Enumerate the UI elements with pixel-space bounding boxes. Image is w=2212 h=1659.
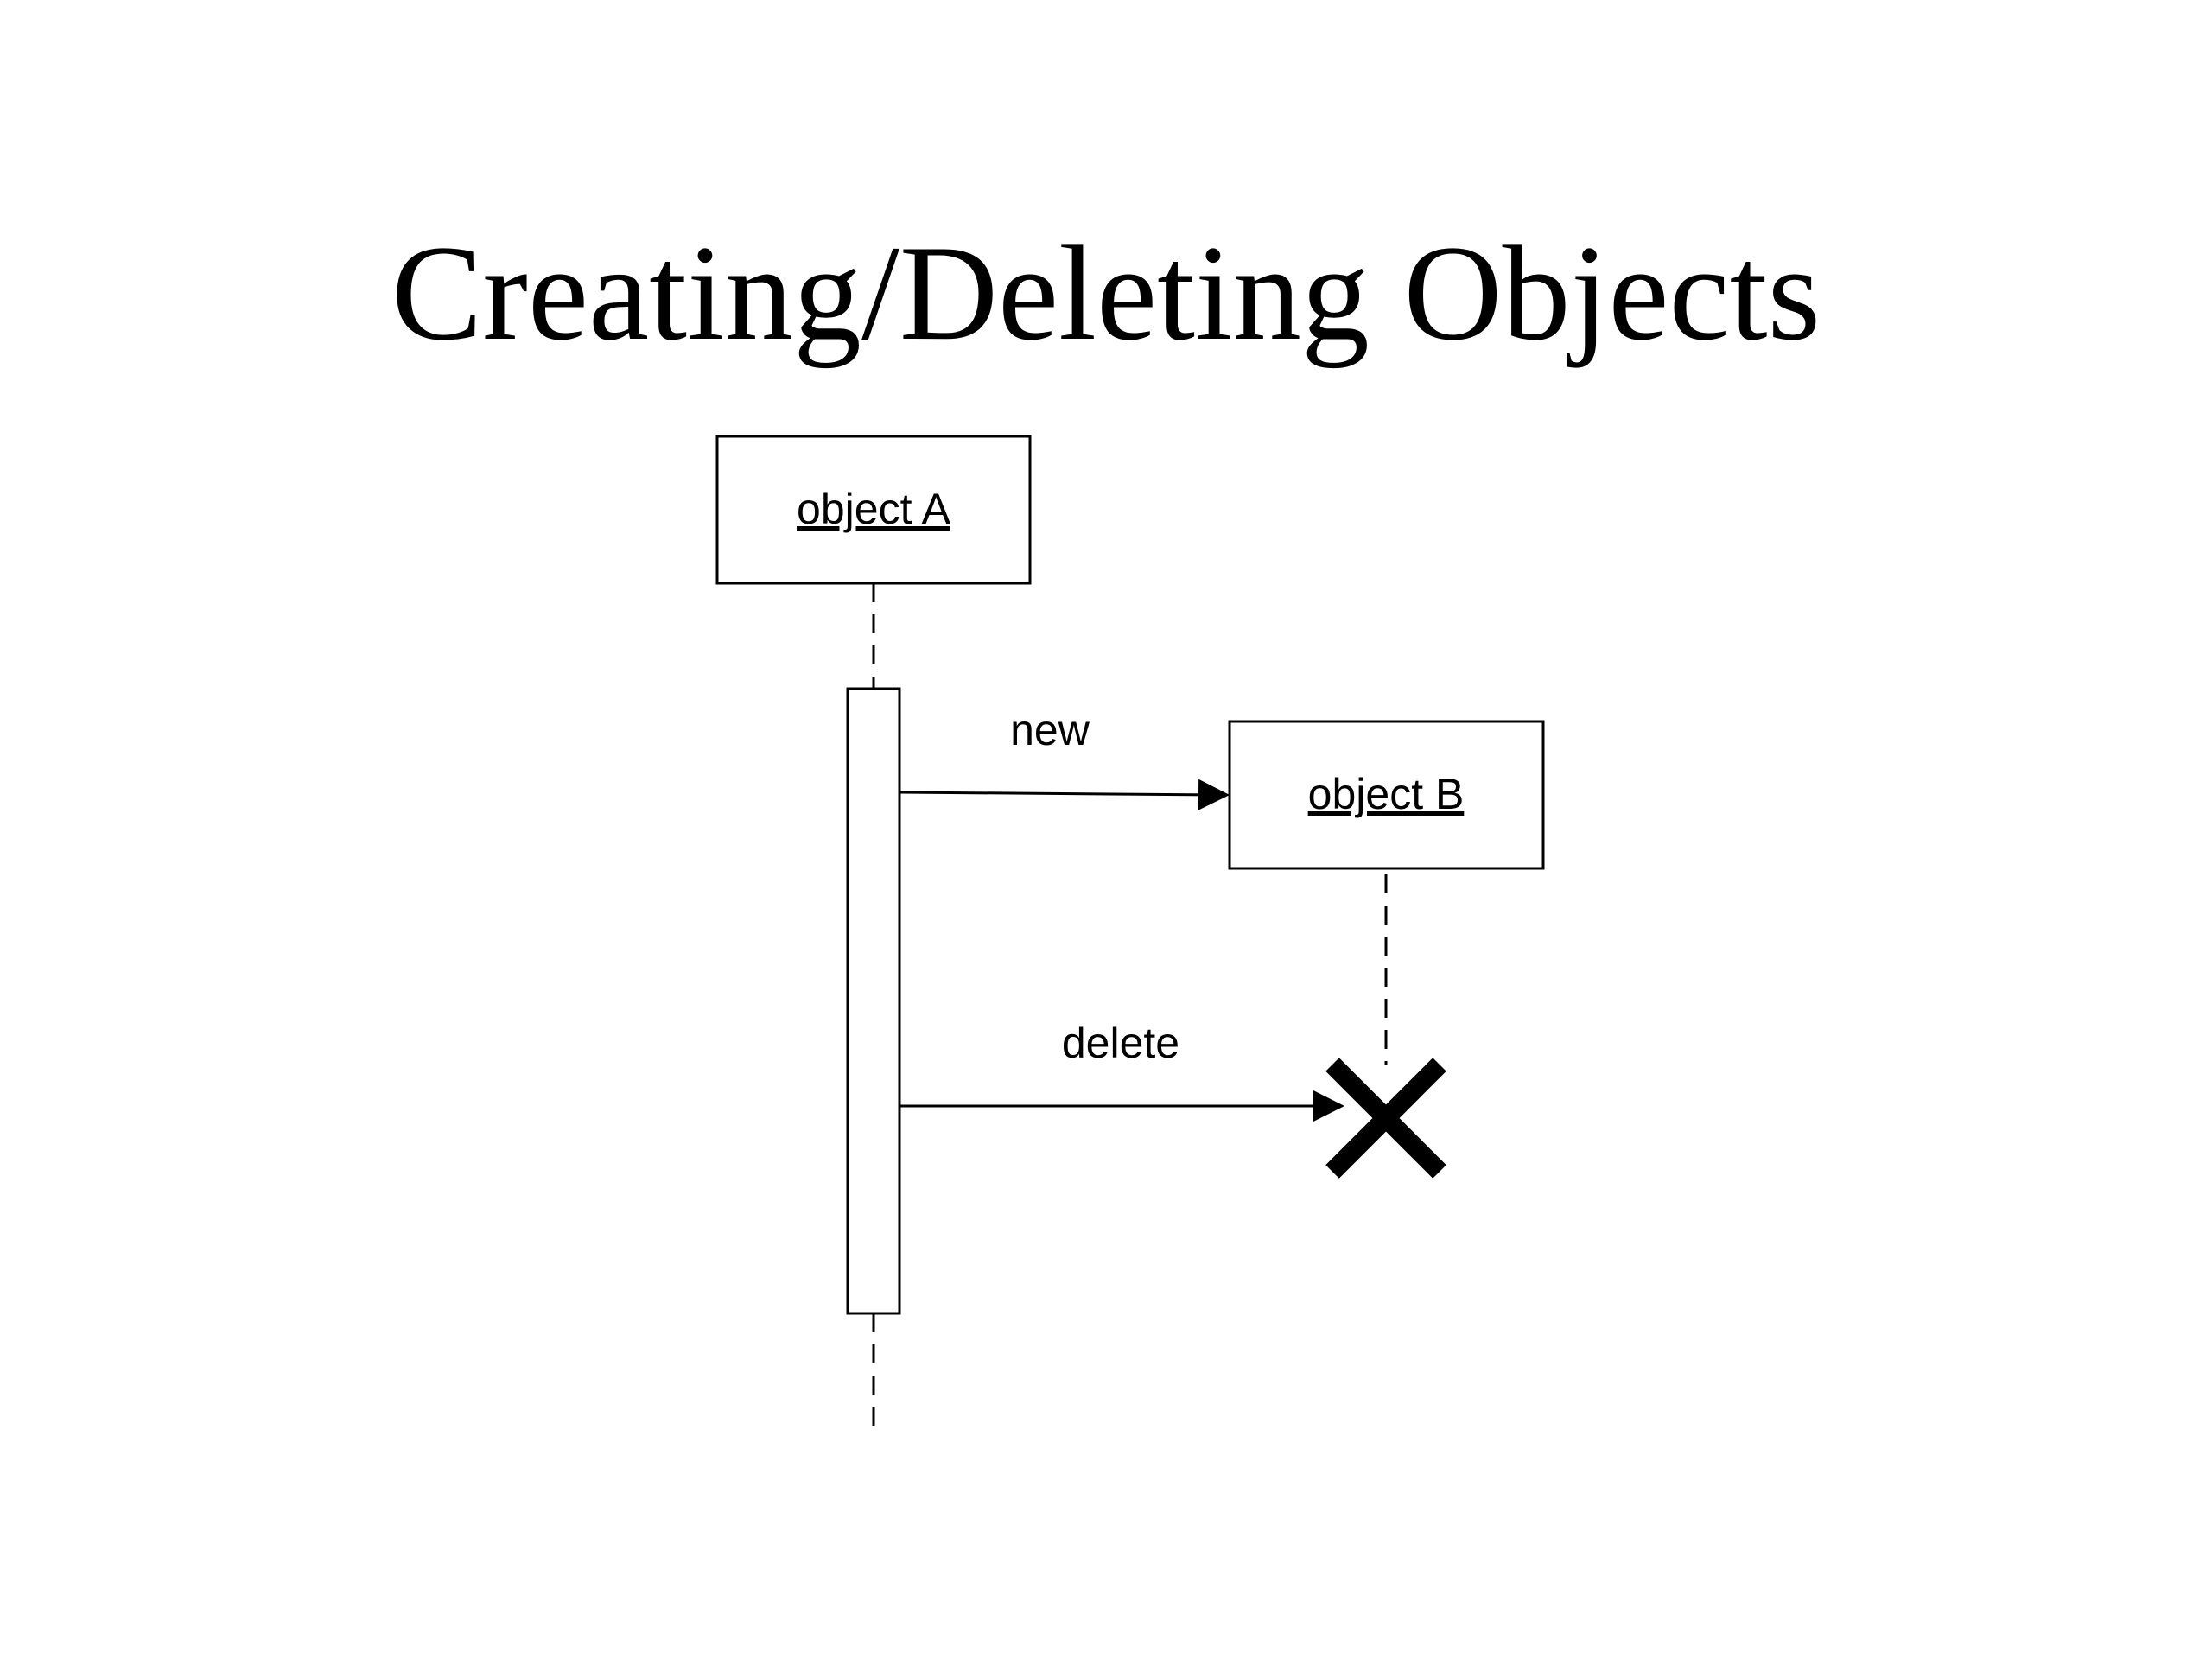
object-b-label: object B xyxy=(1308,770,1465,818)
object-a-box xyxy=(715,435,1032,585)
object-a-label: object A xyxy=(797,485,951,533)
object-b-box xyxy=(1228,720,1545,870)
new-message-label: new xyxy=(1010,706,1090,754)
new-message-arrow xyxy=(899,779,1230,810)
delete-message-label: delete xyxy=(1062,1019,1179,1067)
destroy-x-icon xyxy=(1325,1058,1446,1179)
slide-title: Creating/Deleting Objects xyxy=(391,218,1821,369)
object-a-activation-bar xyxy=(846,687,901,1315)
